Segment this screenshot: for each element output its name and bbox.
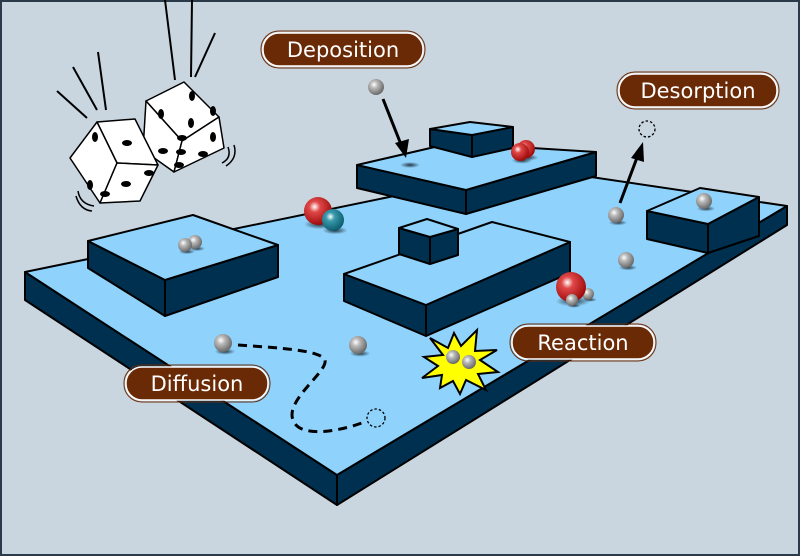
atom-red-top-2 — [511, 143, 529, 161]
atom-right-block — [696, 193, 712, 209]
atom-gray-right — [618, 252, 634, 268]
diffusion-path — [237, 343, 368, 434]
label-deposition: Deposition — [260, 30, 426, 69]
atom-left-block — [178, 238, 192, 252]
deposition-arrow-icon — [381, 98, 409, 158]
label-reaction: Reaction — [509, 323, 657, 362]
terrace-center — [343, 218, 571, 337]
diffusion-target-ghost — [366, 408, 386, 428]
label-desorption: Desorption — [616, 71, 780, 110]
atom-red-reaction — [556, 272, 586, 302]
desorption-arrow-icon — [618, 142, 644, 204]
label-diffusion-text: Diffusion — [151, 372, 244, 396]
label-desorption-text: Desorption — [640, 79, 755, 103]
atom-teal — [322, 209, 344, 231]
terrace-top — [356, 121, 597, 215]
deposition-landing-spot — [400, 162, 420, 168]
label-deposition-text: Deposition — [287, 38, 399, 62]
terrace-right — [646, 187, 760, 254]
reaction-burst-icon — [421, 327, 501, 397]
atoms — [178, 79, 716, 369]
desorbed-atom-ghost — [638, 120, 656, 138]
atom-burst-1 — [446, 350, 460, 364]
atom-deposition — [368, 79, 384, 95]
atom-desorption — [608, 207, 624, 223]
label-diffusion: Diffusion — [123, 364, 271, 403]
atom-diffusion — [214, 334, 232, 352]
dice-icon — [56, 0, 236, 212]
atom-reaction-small — [566, 294, 578, 306]
atom-gray-center — [349, 336, 367, 354]
atom-burst-2 — [462, 355, 476, 369]
label-reaction-text: Reaction — [537, 331, 628, 355]
